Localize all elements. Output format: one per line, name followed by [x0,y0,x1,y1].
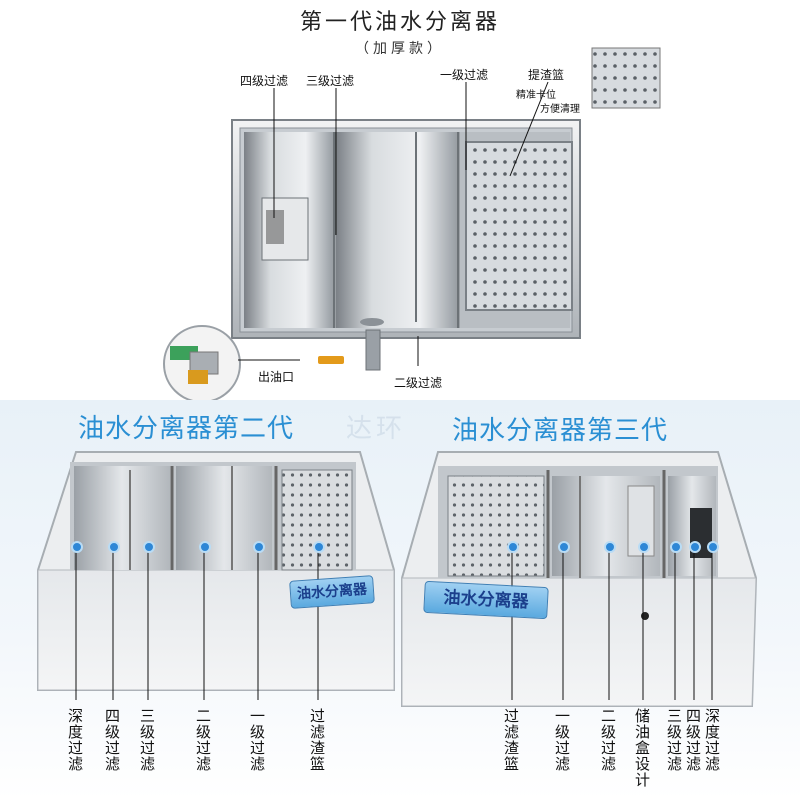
label-first-stage: 一级过滤 [440,68,489,82]
label-second-stage: 二级过滤 [394,376,443,390]
gen3-label-second: 二级过滤 [599,708,617,772]
gen1-tank-illustration [163,47,661,400]
gen3-marker-dot [689,541,701,553]
gen2-gen3-section: 油水分离器第二代 油水分离器第三代 达环 [0,400,800,800]
gen2-marker-dot [108,541,120,553]
gen2-label-deep: 深度过滤 [66,708,84,772]
gen3-marker-dot [638,541,650,553]
label-outlet: 出油口 [258,370,295,384]
gen2-label-basket: 过滤渣篮 [308,708,326,772]
gen2-marker-dot [253,541,265,553]
label-third-stage: 三级过滤 [306,74,355,88]
gen1-title: 第一代油水分离器 [299,10,500,35]
filter-basket-gen1 [465,141,573,311]
gen2-marker-dot [313,541,325,553]
gen2-label-second: 二级过滤 [194,708,212,772]
gen3-label-deep: 深度过滤 [703,708,721,772]
gen2-label-first: 一级过滤 [248,708,266,772]
gen3-label-oil-box: 储油盒设计 [633,708,651,788]
gen3-title: 油水分离器第三代 [452,416,669,446]
gen3-label-first: 一级过滤 [553,708,571,772]
label-fourth-stage: 四级过滤 [240,74,289,88]
label-basket-note-1: 精准卡位 [516,90,556,101]
gen2-nameplate: 油水分离器 [289,575,375,609]
gen3-label-third: 三级过滤 [665,708,683,772]
gen3-marker-dot [707,541,719,553]
gen2-marker-dot [199,541,211,553]
gen2-marker-dot [143,541,155,553]
gen2-marker-dot [71,541,83,553]
gen3-marker-dot [604,541,616,553]
gen3-label-basket: 过滤渣篮 [502,708,520,772]
watermark: 达环 [346,414,407,444]
gen2-label-third: 三级过滤 [138,708,156,772]
gen2-label-fourth: 四级过滤 [103,708,121,772]
gen2-title: 油水分离器第二代 [78,414,295,444]
gen2-gen3-illustration [37,451,758,707]
gen3-label-fourth: 四级过滤 [684,708,702,772]
gen3-marker-dot [507,541,519,553]
gen3-marker-dot [670,541,682,553]
label-basket-note-2: 方便清理 [540,104,580,115]
gen3-nameplate: 油水分离器 [423,580,549,620]
gen1-subtitle: （加厚款） [355,41,445,57]
gen1-section: 第一代油水分离器 （加厚款） [163,10,661,400]
gen3-marker-dot [558,541,570,553]
label-basket: 提渣篮 [528,68,565,82]
